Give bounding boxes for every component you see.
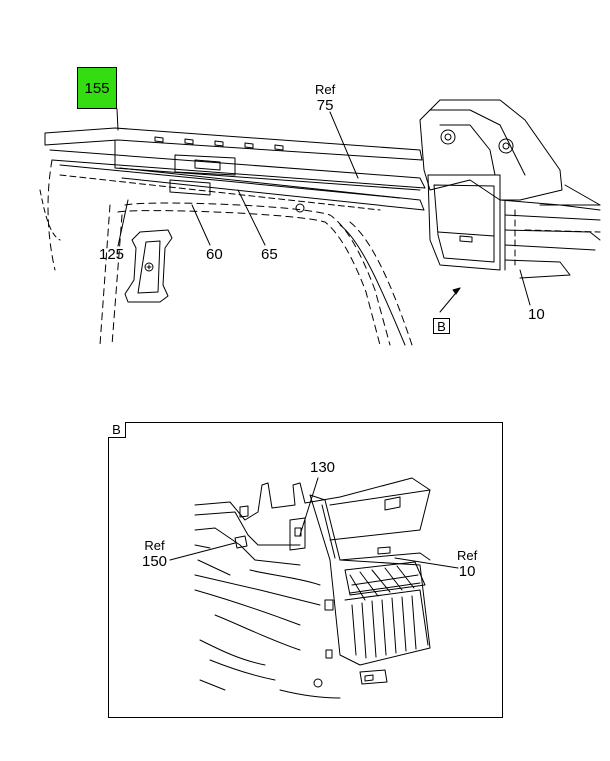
callout-75[interactable]: Ref 75 xyxy=(315,82,335,114)
main-vehicle-drawing xyxy=(39,99,601,346)
callout-75-label: 75 xyxy=(316,97,334,114)
detail-view-b-frame xyxy=(108,422,503,718)
callout-10[interactable]: 10 xyxy=(528,306,545,323)
callout-ref-10-ref: Ref xyxy=(457,548,478,563)
callout-65[interactable]: 65 xyxy=(261,246,278,263)
detail-leader-lines xyxy=(169,477,459,569)
detail-view-b-tag: B xyxy=(108,422,126,438)
callout-130[interactable]: 130 xyxy=(310,459,336,476)
callout-125[interactable]: 125 xyxy=(99,246,125,263)
callout-ref-10[interactable]: Ref 10 xyxy=(457,548,477,580)
view-marker-b[interactable]: B xyxy=(433,318,450,334)
callout-ref-10-label: 10 xyxy=(458,563,476,580)
callout-150-ref: Ref xyxy=(144,538,165,553)
detail-b-drawing xyxy=(194,477,431,699)
highlighted-callout-155[interactable]: 155 xyxy=(77,67,117,109)
callout-60[interactable]: 60 xyxy=(206,246,223,263)
callout-ref-150[interactable]: Ref 150 xyxy=(142,538,167,570)
callout-75-ref: Ref xyxy=(315,82,336,97)
main-leader-lines xyxy=(116,108,531,313)
callout-150-label: 150 xyxy=(142,553,168,570)
